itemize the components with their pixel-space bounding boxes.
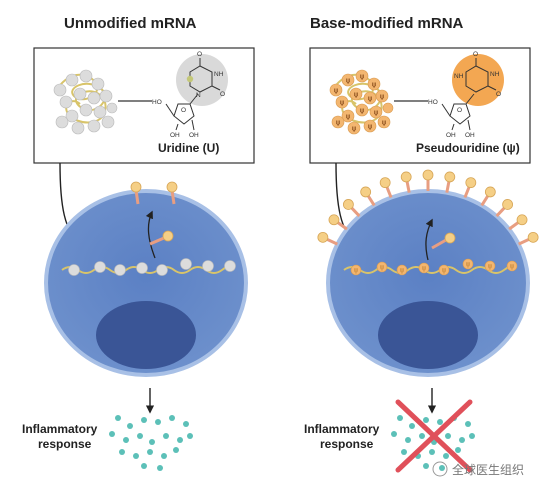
svg-text:OH: OH bbox=[170, 132, 180, 139]
svg-text:OH: OH bbox=[465, 132, 475, 139]
svg-text:O: O bbox=[496, 91, 501, 98]
pseudouridine-structure: O NH O NH O HO OH OH ψ bbox=[428, 51, 504, 139]
svg-text:NH: NH bbox=[214, 71, 224, 78]
svg-text:OH: OH bbox=[189, 132, 199, 139]
receptor bbox=[444, 171, 456, 193]
receptor bbox=[495, 199, 514, 218]
left-cell bbox=[44, 189, 248, 377]
watermark-text: 全球医生组织 bbox=[452, 462, 524, 477]
psi-symbol: ψ bbox=[368, 122, 373, 130]
receptor bbox=[400, 171, 412, 193]
svg-text:O: O bbox=[197, 51, 202, 58]
left-outcome-line1: Inflammatory bbox=[22, 422, 98, 436]
receptor bbox=[317, 231, 339, 246]
psi-symbol: ψ bbox=[360, 106, 365, 114]
svg-text:NH: NH bbox=[454, 73, 464, 80]
receptor bbox=[342, 199, 361, 218]
psi-symbol: ψ bbox=[336, 118, 341, 126]
psi-symbol: ψ bbox=[400, 267, 404, 274]
right-nucleus bbox=[378, 301, 478, 369]
pseudouridine-label: Pseudouridine (ψ) bbox=[416, 141, 520, 155]
psi-symbol: ψ bbox=[466, 261, 470, 268]
psi-symbol: ψ bbox=[354, 267, 358, 274]
psi-symbol: ψ bbox=[368, 94, 373, 102]
right-outcome-line1: Inflammatory bbox=[304, 422, 380, 436]
pseudouridine-highlight bbox=[452, 54, 504, 106]
left-outcome-line2: response bbox=[38, 437, 92, 451]
no-response-cross bbox=[395, 399, 473, 473]
receptor bbox=[480, 186, 496, 207]
uridine-structure: O NH O N O HO OH OH bbox=[152, 51, 228, 139]
svg-text:O: O bbox=[473, 51, 478, 58]
svg-text:HO: HO bbox=[428, 99, 438, 106]
psi-symbol: ψ bbox=[422, 265, 426, 272]
psi-symbol: ψ bbox=[346, 76, 351, 84]
right-receptors bbox=[317, 169, 539, 246]
psi-symbol: ψ bbox=[382, 118, 387, 126]
left-panel: Unmodified mRNA O NH O N bbox=[22, 15, 255, 471]
psi-symbol: ψ bbox=[334, 86, 339, 94]
svg-text:O: O bbox=[220, 91, 225, 98]
right-outcome-line2: response bbox=[320, 437, 374, 451]
psi-symbol: ψ bbox=[346, 112, 351, 120]
wechat-icon bbox=[432, 461, 448, 477]
svg-text:HO: HO bbox=[152, 99, 162, 106]
watermark: 全球医生组织 bbox=[432, 461, 524, 477]
uridine-highlight bbox=[176, 54, 228, 106]
svg-text:N: N bbox=[196, 92, 201, 99]
receptor bbox=[517, 231, 539, 246]
unmodified-mrna-coil bbox=[53, 69, 118, 135]
psi-symbol: ψ bbox=[442, 267, 446, 274]
psi-symbol: ψ bbox=[380, 264, 384, 271]
left-receptors bbox=[130, 181, 178, 205]
psi-symbol: ψ bbox=[372, 80, 377, 88]
receptor bbox=[360, 186, 376, 207]
svg-text:NH: NH bbox=[490, 71, 500, 78]
psi-symbol: ψ bbox=[360, 72, 365, 80]
psi-symbol: ψ bbox=[510, 263, 514, 270]
svg-text:O: O bbox=[457, 107, 462, 114]
psi-symbol: ψ bbox=[352, 124, 357, 132]
receptor bbox=[422, 169, 434, 191]
uridine-label: Uridine (U) bbox=[158, 141, 219, 155]
psi-symbol: ψ bbox=[340, 98, 345, 106]
psi-symbol: ψ bbox=[488, 263, 492, 270]
receptor bbox=[508, 214, 528, 231]
left-strand-bases bbox=[68, 258, 236, 276]
psi-symbol: ψ bbox=[354, 90, 359, 98]
left-title: Unmodified mRNA bbox=[64, 15, 197, 32]
svg-text:OH: OH bbox=[446, 132, 456, 139]
left-cytokines bbox=[109, 415, 193, 471]
right-title: Base-modified mRNA bbox=[310, 15, 464, 32]
receptor bbox=[463, 177, 477, 199]
left-nucleus bbox=[96, 301, 196, 369]
receptor bbox=[379, 177, 393, 199]
receptor bbox=[328, 214, 348, 231]
psi-symbol: ψ bbox=[374, 108, 379, 116]
psi-symbol: ψ bbox=[380, 92, 385, 100]
svg-text:O: O bbox=[181, 107, 186, 114]
